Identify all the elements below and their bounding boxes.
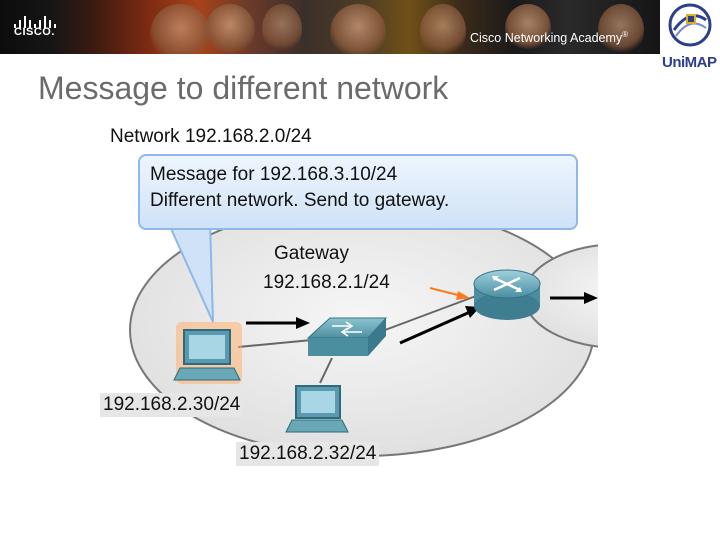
callout-line-2: Different network. Send to gateway. xyxy=(150,190,450,211)
unimap-wordmark: UniMAP xyxy=(662,54,717,71)
network-label: Network 192.168.2.0/24 xyxy=(110,126,312,147)
host1-computer-icon xyxy=(173,322,242,384)
link-host1-switch xyxy=(237,339,313,348)
unimap-logo: UniMAP xyxy=(660,0,720,80)
host1-ip-label: 192.168.2.30/24 xyxy=(100,393,244,417)
cisco-wordmark: CISCO. xyxy=(14,26,55,38)
switch-icon xyxy=(306,317,388,356)
academy-label: Cisco Networking Academy® xyxy=(470,30,629,46)
network-cloud-remote xyxy=(523,244,598,348)
gateway-label: Gateway xyxy=(274,243,349,264)
link-host2-switch xyxy=(319,357,333,384)
slide-title: Message to different network xyxy=(38,70,449,106)
router-icon xyxy=(473,269,541,320)
arrow-host-to-switch xyxy=(246,317,310,329)
gateway-pointer-arrow xyxy=(429,287,470,300)
host2-ip-label: 192.168.2.32/24 xyxy=(236,442,380,466)
message-callout: Message for 192.168.3.10/24 Different ne… xyxy=(138,154,578,230)
cisco-logo xyxy=(10,8,62,46)
arrow-gateway-to-remote xyxy=(550,292,598,304)
network-diagram xyxy=(129,203,598,457)
gateway-ip-label: 192.168.2.1/24 xyxy=(263,272,390,293)
link-switch-router xyxy=(384,295,477,331)
header-banner: CISCO. Cisco Networking Academy® xyxy=(0,0,660,54)
callout-line-1: Message for 192.168.3.10/24 xyxy=(150,164,398,185)
host2-computer-icon xyxy=(285,385,349,433)
